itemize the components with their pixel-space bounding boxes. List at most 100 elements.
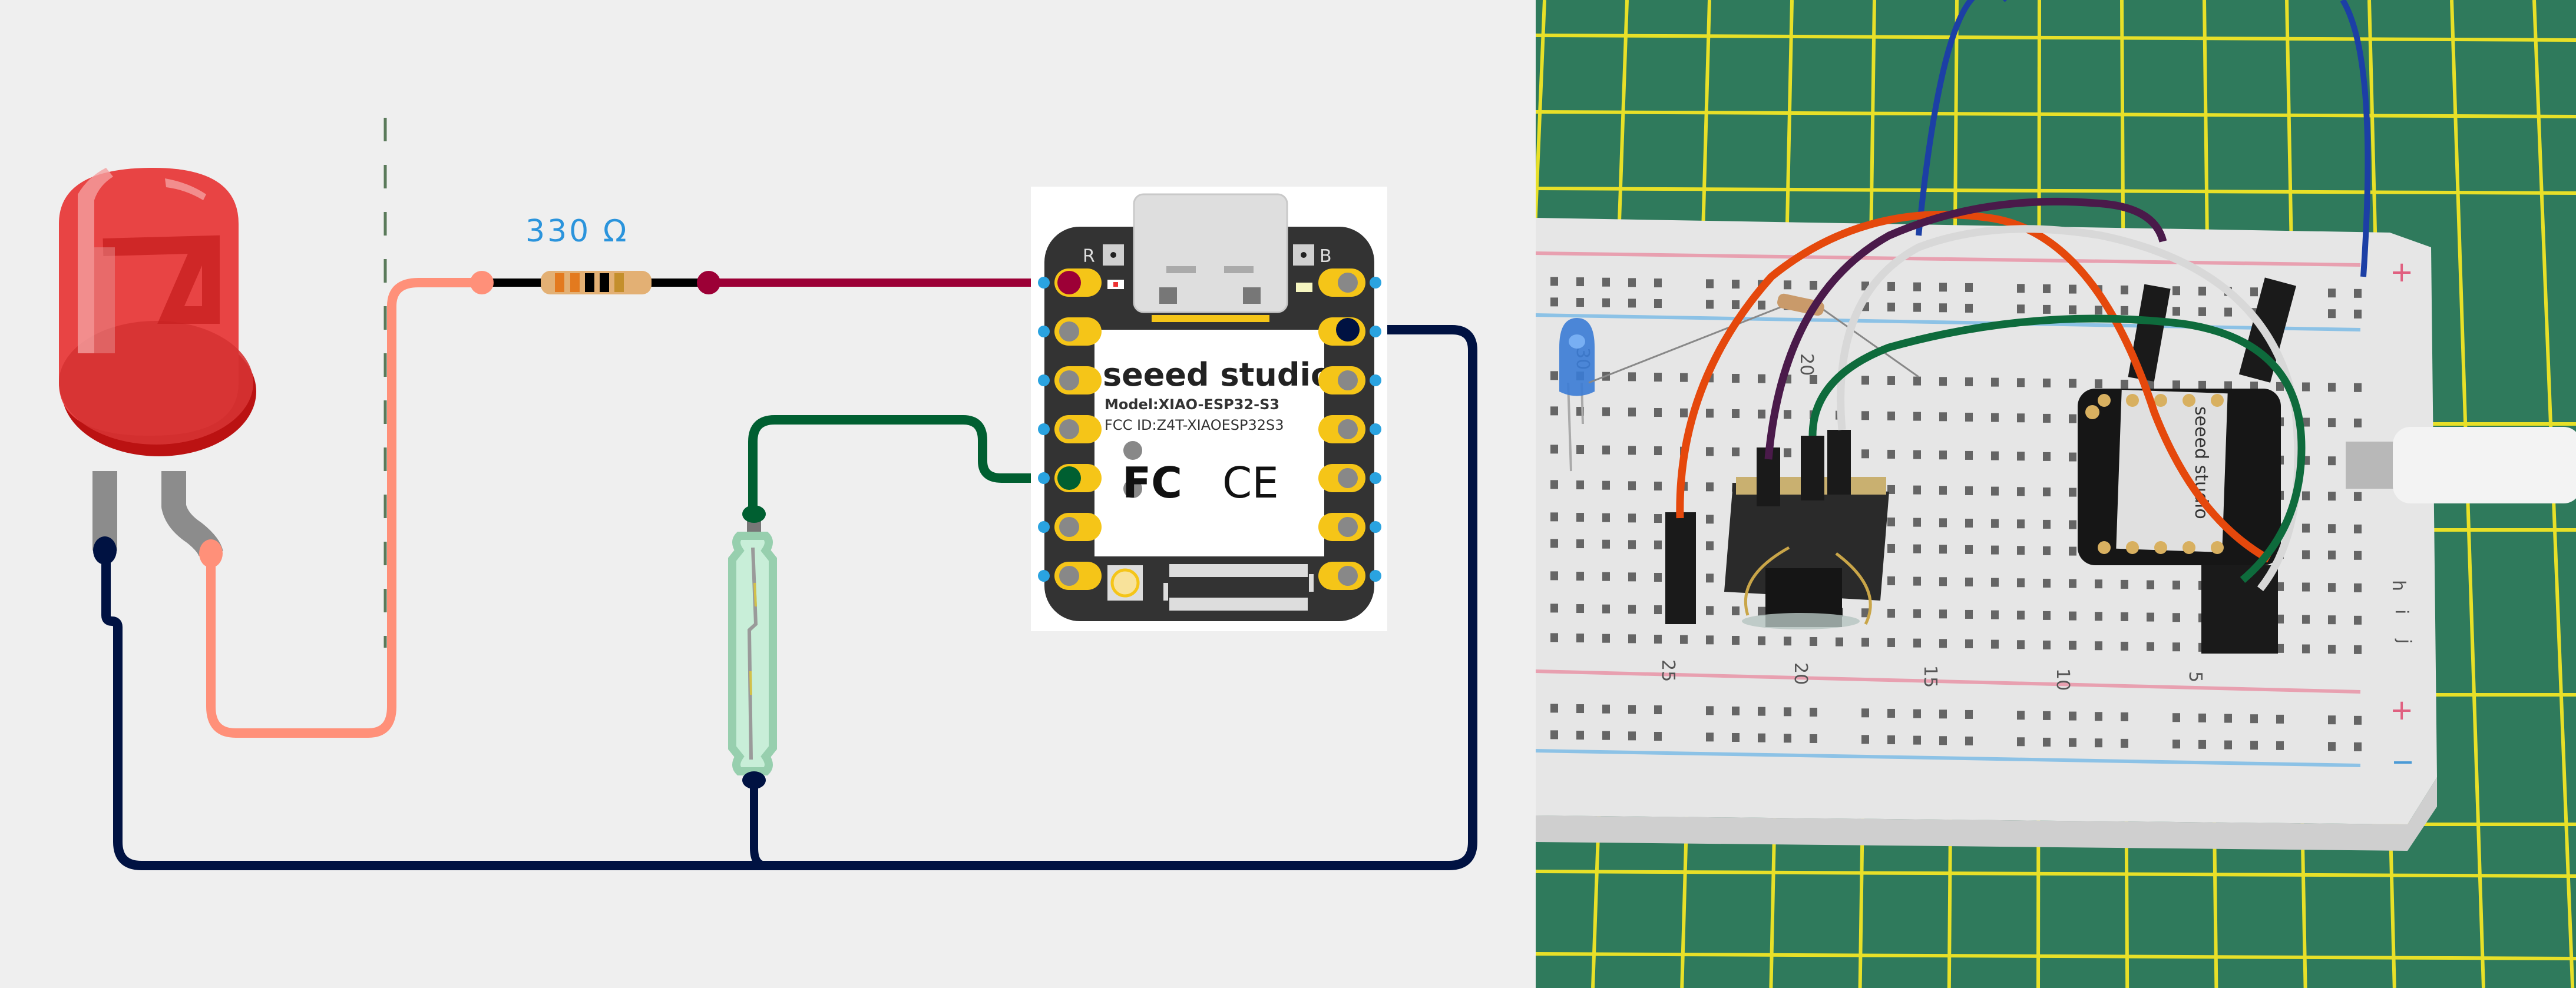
breadboard-hole: [1628, 634, 1636, 644]
xiao-esp32s3-board[interactable]: R B seeed studio Model:XIAO-ESP32-S3 FCC…: [1031, 187, 1387, 631]
breadboard-hole: [1991, 545, 1999, 555]
breadboard-hole: [1602, 604, 1610, 614]
breadboard-hole: [1784, 280, 1791, 290]
breadboard-hole: [2302, 382, 2310, 392]
red-led[interactable]: [59, 168, 256, 568]
blue-led[interactable]: [1559, 318, 1595, 472]
breadboard-hole: [2017, 611, 2025, 620]
breadboard-hole: [2147, 580, 2154, 589]
mat-grid-line-h: [1536, 187, 2576, 195]
breadboard-hole: [1939, 709, 1947, 719]
ce-mark: CE: [1222, 458, 1279, 508]
reed-to-board-wire[interactable]: [748, 415, 1074, 517]
module-header-pin-3: [1827, 430, 1851, 495]
breadboard-hole: [2043, 452, 2051, 461]
breadboard-hole: [2069, 611, 2076, 621]
breadboard-hole: [2095, 738, 2102, 748]
breadboard-hole: [2250, 382, 2258, 391]
breadboard-hole: [2069, 305, 2076, 314]
resistor[interactable]: 330 Ω: [470, 214, 720, 294]
blue-jumper-wire-left[interactable]: [1916, 0, 2007, 236]
board-pin-gnd-wire-dot[interactable]: [1336, 318, 1360, 342]
breadboard-hole: [1550, 633, 1558, 642]
resistor-pin-left[interactable]: [470, 271, 494, 294]
photo-xiao-board[interactable]: seeed studio: [2078, 389, 2281, 565]
breadboard-hole: [1861, 708, 1869, 718]
board-pin-d4-wire-dot[interactable]: [1057, 466, 1081, 490]
column-label-20: 20: [1790, 662, 1811, 685]
reed-switch[interactable]: [728, 505, 777, 789]
usb-c-connector[interactable]: [1133, 193, 1288, 313]
right-pin-marker: [1370, 472, 1381, 484]
breadboard-hole: [1861, 411, 1869, 420]
breadboard-hole: [1628, 513, 1636, 523]
orange-jumper-wire[interactable]: [1676, 210, 2271, 563]
antenna-connector-center: [1110, 568, 1140, 598]
ground-wire-reed-branch[interactable]: [750, 776, 770, 870]
reset-button-label: R: [1083, 246, 1095, 267]
photo-canvas: + + − 30 20 25 20 15 10 5 h i j: [1536, 0, 2576, 988]
right-pin-marker: [1370, 521, 1381, 533]
breadboard-hole: [1550, 406, 1558, 416]
breadboard-hole: [2328, 715, 2336, 725]
breadboard-hole: [1810, 374, 1817, 384]
ground-wire[interactable]: [101, 325, 1477, 870]
blue-jumper-wire-right[interactable]: [2340, 0, 2371, 277]
breadboard-hole: [2354, 524, 2362, 533]
breadboard-hole: [2069, 488, 2076, 497]
mat-grid-line-h: [1536, 34, 2576, 42]
breadboard-hole: [2250, 714, 2258, 724]
fcc-logo-dot-top: [1123, 441, 1142, 460]
breadboard-hole: [2276, 582, 2284, 591]
breadboard-hole: [1706, 635, 1714, 645]
usb-pad-right: [1243, 287, 1261, 304]
led-highlight-top: [165, 178, 206, 200]
breadboard-hole: [2354, 289, 2362, 298]
breadboard-hole: [1732, 732, 1740, 742]
breadboard-hole: [2069, 711, 2076, 721]
resistor-pin-right[interactable]: [697, 271, 720, 294]
breadboard-hole: [2276, 382, 2284, 391]
top-plus-sign: +: [2390, 256, 2413, 289]
breadboard-hole: [2328, 492, 2336, 501]
breadboard-hole: [1784, 410, 1791, 419]
bottom-plus-rail-line: [1536, 669, 2361, 694]
purple-jumper-wire[interactable]: [1764, 197, 2167, 460]
reset-button-dot: [1110, 252, 1116, 258]
breadboard-hole: [1913, 412, 1921, 421]
breadboard-hole: [1758, 707, 1765, 716]
breadboard-hole: [2043, 737, 2051, 747]
left-pin-marker: [1038, 423, 1050, 435]
fcc-logo-dot-bottom: [1123, 479, 1142, 498]
led-highlight-left: [78, 168, 113, 353]
breadboard-hole: [1654, 408, 1662, 417]
breadboard-hole: [1887, 608, 1895, 618]
breadboard-hole: [2043, 304, 2051, 314]
breadboard-hole: [2328, 615, 2336, 625]
led-cathode-pin[interactable]: [93, 536, 117, 565]
breadboard-hole: [1913, 518, 1921, 527]
breadboard-hole: [2121, 379, 2128, 389]
led-to-resistor-wire[interactable]: [206, 278, 485, 738]
green-jumper-wire[interactable]: [1808, 314, 2306, 583]
breadboard-hole: [1576, 731, 1584, 740]
breadboard-hole: [1654, 541, 1662, 550]
breadboard-hole: [2121, 612, 2128, 621]
breadboard-hole: [2069, 738, 2076, 747]
reed-pin-bottom[interactable]: [742, 771, 766, 789]
breadboard-hole: [1732, 373, 1740, 383]
reed-pin-top[interactable]: [742, 505, 766, 523]
led-anode-pin[interactable]: [199, 539, 223, 568]
photo-board-pin: [2154, 541, 2167, 554]
breadboard-hole: [2017, 711, 2025, 720]
left-pin-marker: [1038, 472, 1050, 484]
breadboard-hole: [2121, 641, 2128, 651]
usb-c-cable[interactable]: [2346, 427, 2576, 503]
breadboard-hole: [1550, 604, 1558, 613]
breadboard-hole: [1913, 303, 1921, 312]
board-pin-d0-wire-dot[interactable]: [1057, 271, 1081, 294]
breadboard-hole: [1939, 377, 1947, 386]
left-pin-hole: [1059, 419, 1079, 439]
breadboard-hole: [1576, 277, 1584, 287]
breadboard-hole: [2043, 378, 2051, 387]
